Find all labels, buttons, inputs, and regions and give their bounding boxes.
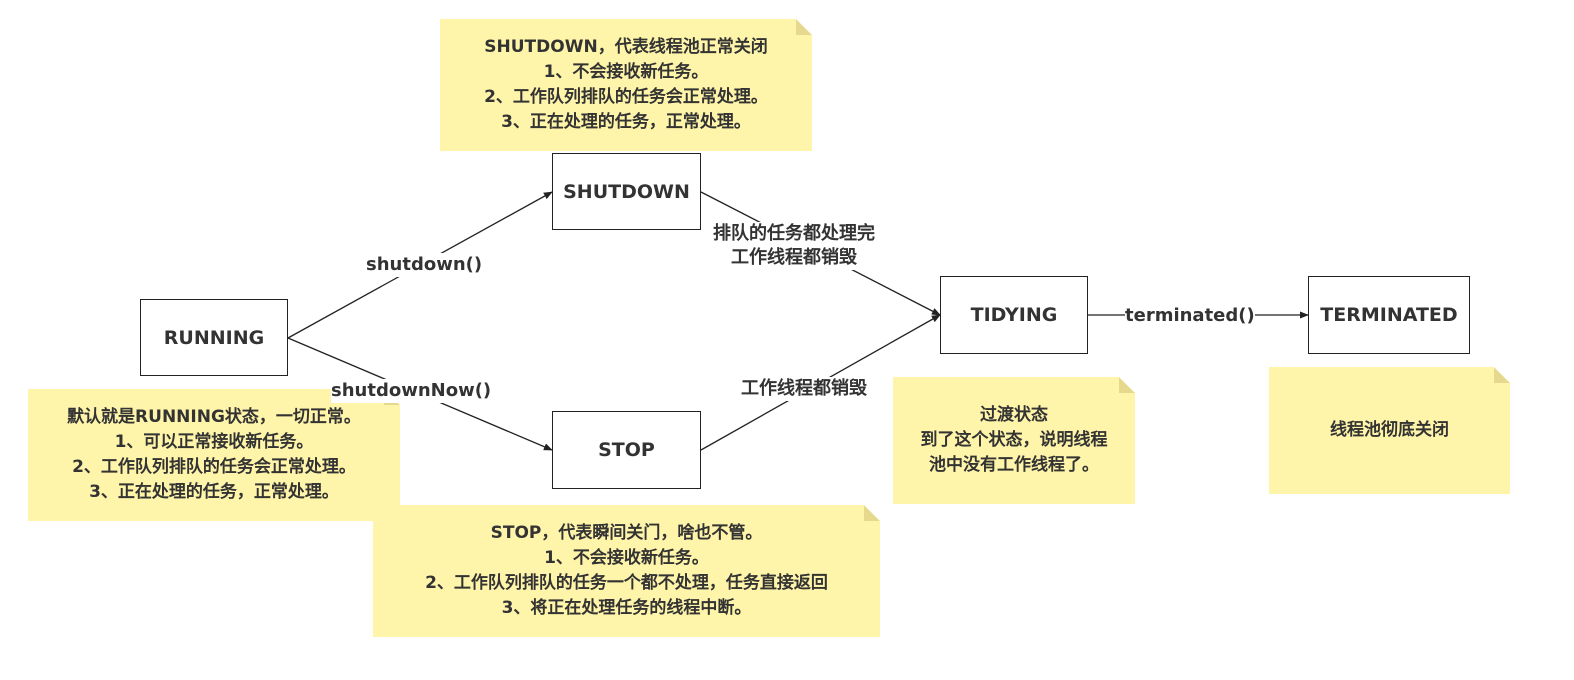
note-running-line: 2、工作队列排队的任务会正常处理。 <box>72 457 356 477</box>
label-shutdown-to-tidying-line: 工作线程都销毁 <box>731 247 857 268</box>
note-shutdown-line: 2、工作队列排队的任务会正常处理。 <box>484 87 768 107</box>
note-stop-line: 2、工作队列排队的任务一个都不处理，任务直接返回 <box>425 573 828 593</box>
note-tidying: 过渡状态 到了这个状态，说明线程 池中没有工作线程了。 <box>893 377 1135 504</box>
note-shutdown: SHUTDOWN，代表线程池正常关闭 1、不会接收新任务。 2、工作队列排队的任… <box>440 19 812 151</box>
state-stop: STOP <box>552 411 701 489</box>
note-stop: STOP，代表瞬间关门，啥也不管。 1、不会接收新任务。 2、工作队列排队的任务… <box>373 505 880 637</box>
note-shutdown-line: SHUTDOWN，代表线程池正常关闭 <box>484 37 768 57</box>
label-shutdown-to-tidying-line: 排队的任务都处理完 <box>713 223 875 244</box>
note-stop-line: 1、不会接收新任务。 <box>544 548 709 568</box>
label-shutdown-call: shutdown() <box>366 253 483 277</box>
state-terminated: TERMINATED <box>1308 276 1470 354</box>
label-shutdown-to-tidying: 排队的任务都处理完 工作线程都销毁 <box>713 222 875 270</box>
note-stop-line: STOP，代表瞬间关门，啥也不管。 <box>490 523 763 543</box>
label-stop-to-tidying: 工作线程都销毁 <box>741 377 867 401</box>
label-terminated-call: terminated() <box>1125 304 1255 328</box>
note-terminated-line: 线程池彻底关闭 <box>1330 420 1449 440</box>
note-tidying-line: 到了这个状态，说明线程 <box>920 430 1108 450</box>
note-running-line: 默认就是RUNNING状态，一切正常。 <box>67 407 361 427</box>
state-tidying: TIDYING <box>940 276 1088 354</box>
note-terminated: 线程池彻底关闭 <box>1269 367 1510 494</box>
note-running-line: 1、可以正常接收新任务。 <box>114 432 314 452</box>
state-running: RUNNING <box>140 299 288 376</box>
label-shutdownnow-call: shutdownNow() <box>331 379 492 403</box>
note-stop-line: 3、将正在处理任务的线程中断。 <box>501 598 752 618</box>
note-running: 默认就是RUNNING状态，一切正常。 1、可以正常接收新任务。 2、工作队列排… <box>28 389 400 521</box>
note-tidying-line: 池中没有工作线程了。 <box>929 455 1099 475</box>
state-shutdown: SHUTDOWN <box>552 153 701 230</box>
note-shutdown-line: 3、正在处理的任务，正常处理。 <box>501 112 751 132</box>
note-tidying-line: 过渡状态 <box>980 405 1048 425</box>
note-shutdown-line: 1、不会接收新任务。 <box>543 62 709 82</box>
note-running-line: 3、正在处理的任务，正常处理。 <box>89 482 339 502</box>
